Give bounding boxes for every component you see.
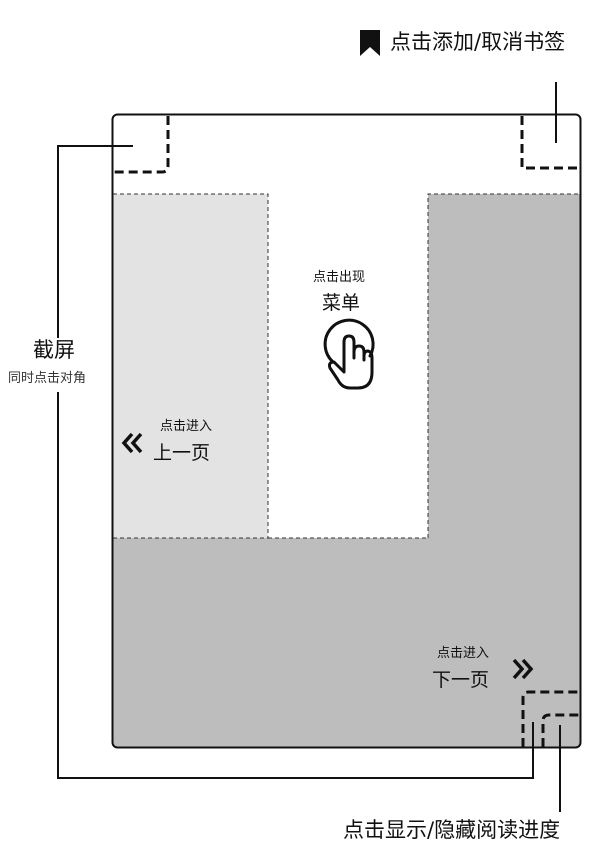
tap-hand-icon [323, 318, 375, 390]
prev-page-zone [113, 194, 268, 538]
next-page-label: 下一页 [432, 669, 490, 691]
double-chevron-right-icon [512, 658, 534, 680]
callout-lines [57, 82, 561, 812]
menu-hint: 点击出现 [313, 270, 366, 285]
zone-borders [113, 193, 580, 539]
menu-label: 菜单 [322, 292, 361, 314]
prev-page-label: 上一页 [153, 442, 211, 464]
progress-corner-zone[interactable] [541, 713, 580, 747]
device-frame [111, 113, 582, 749]
screenshot-corner-bottom-right[interactable] [521, 690, 580, 747]
prev-page-hint: 点击进入 [160, 419, 213, 434]
screenshot-corner-top-left[interactable] [113, 116, 170, 174]
next-page-zone [113, 194, 580, 747]
screenshot-subtitle: 同时点击对角 [8, 371, 87, 386]
screenshot-title: 截屏 [33, 338, 75, 362]
bookmark-corner-zone[interactable] [520, 116, 580, 170]
progress-label: 点击显示/隐藏阅读进度 [343, 818, 561, 842]
bookmark-icon [360, 30, 380, 56]
bookmark-label: 点击添加/取消书签 [390, 30, 566, 54]
next-page-hint: 点击进入 [437, 646, 490, 661]
double-chevron-left-icon [121, 432, 143, 454]
